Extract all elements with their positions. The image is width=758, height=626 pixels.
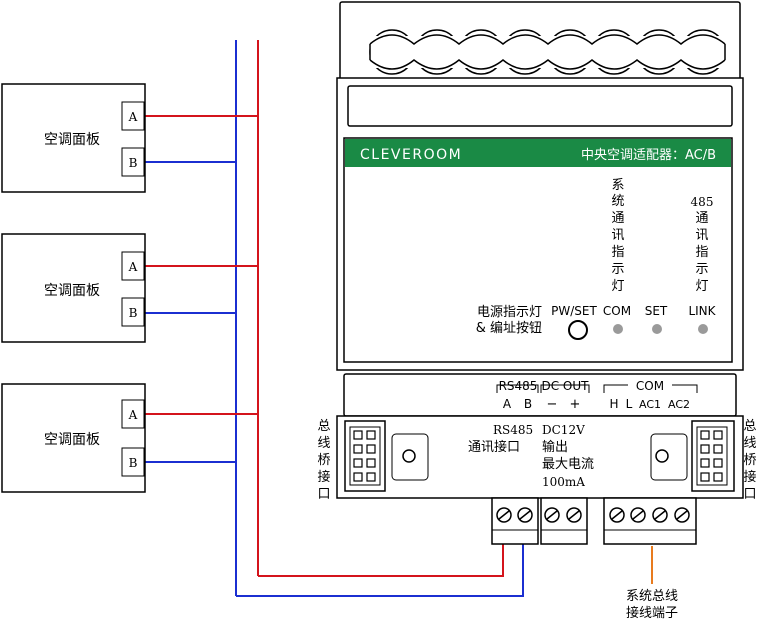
svg-text:示: 示: [611, 262, 624, 277]
dc-desc-2: 输出: [542, 439, 568, 455]
link-indicator-label: 485 通 讯 指 示 灯: [691, 195, 714, 294]
svg-text:线: 线: [317, 436, 330, 451]
com-led: [613, 324, 623, 334]
terminal-l: L: [626, 397, 633, 411]
svg-text:系: 系: [611, 178, 624, 193]
com-terminal-block: [603, 497, 697, 545]
svg-text:灯: 灯: [695, 279, 708, 294]
system-bus-label: 系统总线: [626, 589, 678, 604]
power-label: 电源指示灯: [477, 305, 542, 320]
com-led-label: COM: [603, 304, 631, 318]
link-led: [698, 324, 708, 334]
set-led-label: SET: [645, 304, 668, 318]
dc-desc-4: 100mA: [542, 475, 585, 489]
terminal-ac1: AC1: [639, 398, 661, 411]
faceplate: [343, 137, 733, 363]
svg-text:桥: 桥: [743, 453, 756, 468]
svg-text:讯: 讯: [611, 228, 624, 243]
link-led-label: LINK: [688, 304, 716, 318]
svg-text:灯: 灯: [611, 279, 624, 294]
screw-terminal: [652, 507, 668, 523]
system-bus-label-2: 接线端子: [626, 605, 678, 621]
svg-text:口: 口: [317, 487, 330, 502]
red-to-device-wire: [258, 540, 504, 577]
screw-right: [655, 449, 669, 463]
panel-label: 空调面板: [44, 283, 100, 299]
svg-text:线: 线: [743, 436, 756, 451]
panel-port-a: A: [128, 408, 138, 422]
com-indicator-label: 系 统 通 讯 指 示 灯: [611, 178, 624, 294]
panel-port-a: A: [128, 260, 138, 274]
label-window: [347, 85, 733, 127]
panel-port-b: B: [129, 156, 138, 170]
screw-left: [402, 449, 416, 463]
svg-text:指: 指: [695, 245, 708, 260]
address-label: & 编址按钮: [476, 321, 542, 336]
screw-terminal: [630, 507, 646, 523]
panel-1: A B 空调面板: [1, 83, 146, 193]
model-name: 中央空调适配器：AC/B: [581, 148, 716, 163]
svg-text:统: 统: [611, 194, 624, 209]
set-led: [652, 324, 662, 334]
panel-label: 空调面板: [44, 432, 100, 448]
screw-terminal: [674, 507, 690, 523]
svg-text:口: 口: [743, 487, 756, 502]
com-terminal-label: COM: [636, 379, 664, 393]
terminal-b: B: [524, 397, 532, 411]
dcout-terminal-block: [540, 497, 588, 545]
terminal-plus: +: [570, 397, 581, 412]
rs485-terminal-block: [491, 497, 539, 545]
adapter-device: CLEVEROOM 中央空调适配器：AC/B 系 统 通 讯 指 示 灯 485…: [336, 1, 744, 545]
dcout-terminal-label: DC OUT: [542, 379, 590, 393]
dc-desc-1: DC12V: [542, 423, 585, 437]
dc-desc-3: 最大电流: [542, 457, 594, 472]
svg-text:总: 总: [317, 419, 330, 434]
panel-port-b: B: [129, 306, 138, 320]
screw-terminal: [544, 507, 560, 523]
svg-text:接: 接: [317, 469, 330, 485]
svg-text:485: 485: [691, 195, 714, 209]
svg-text:讯: 讯: [695, 228, 708, 243]
screw-terminal: [609, 507, 625, 523]
terminal-a: A: [503, 397, 512, 411]
wires: [143, 40, 653, 597]
svg-text:总: 总: [743, 419, 756, 434]
screw-terminal: [517, 507, 533, 523]
panel-port-a: A: [128, 110, 138, 124]
panel-port-b: B: [129, 456, 138, 470]
bus-bridge-left-label: 总 线 桥 接 口: [317, 419, 330, 502]
blue-to-device-wire: [236, 540, 524, 597]
terminal-h: H: [609, 397, 618, 411]
svg-text:通: 通: [695, 211, 708, 226]
svg-text:桥: 桥: [317, 453, 330, 468]
screw-terminal: [566, 507, 582, 523]
terminal-ac2: AC2: [668, 398, 690, 411]
svg-text:指: 指: [611, 245, 624, 260]
rs485-terminal-label: RS485: [499, 379, 538, 393]
svg-text:通: 通: [611, 211, 624, 226]
pwset-button[interactable]: [568, 320, 588, 340]
svg-text:接: 接: [743, 469, 756, 485]
brand-strip: [345, 139, 731, 167]
rs485-desc-2: 通讯接口: [468, 439, 520, 455]
terminal-minus: −: [547, 397, 558, 412]
panel-2: A B 空调面板: [1, 233, 146, 343]
rs485-desc: RS485: [493, 423, 533, 437]
screw-terminal: [496, 507, 512, 523]
pwset-label: PW/SET: [551, 304, 597, 318]
brand-logo: CLEVEROOM: [360, 147, 462, 163]
svg-text:示: 示: [695, 262, 708, 277]
panel-label: 空调面板: [44, 132, 100, 148]
panel-3: A B 空调面板: [1, 383, 146, 493]
bus-bridge-right-label: 总 线 桥 接 口: [743, 419, 756, 502]
